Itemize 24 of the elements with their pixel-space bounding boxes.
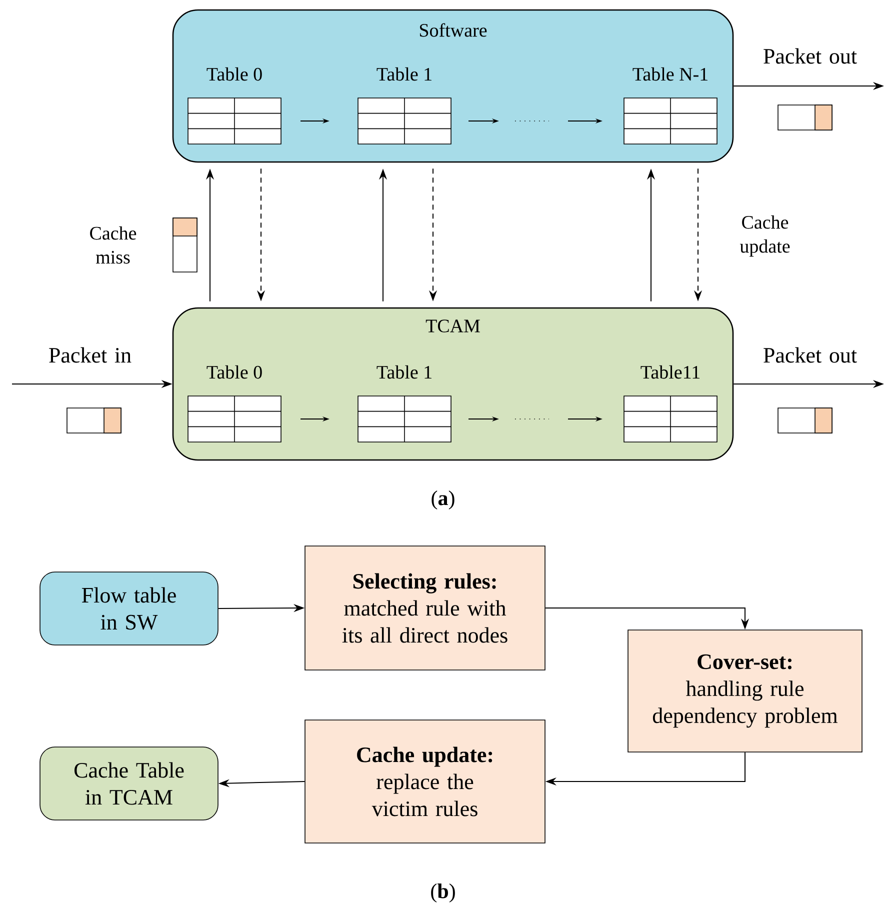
rounded-box: Flow table in SW [40,572,218,646]
node-label: Table 1 [376,365,432,379]
subfigure-label: (a) [432,490,454,510]
node-label: Table 0 [206,67,262,81]
step-box: Cache update: replace the victim rules [304,720,546,844]
flow-table: Table N-1 [624,67,718,144]
flow-table: Table 1 [358,67,452,144]
rounded-box: Cache Table in TCAM [40,746,218,820]
edge-label: Packet out [764,48,857,64]
subfigure-label: (b) [431,884,455,903]
edge-label: Cache update [740,215,790,257]
flow-table: Table 0 [188,365,282,442]
node-label: Table N-1 [632,67,708,81]
flow-table: Table 0 [188,67,282,144]
node-label: Table11 [640,365,700,379]
node-label: Table 1 [376,67,432,81]
flow-table: Table11 [624,365,718,442]
edge-label: Cache miss [90,226,136,264]
edge-label: Packet in [49,347,132,363]
flow-table: Table 1 [358,365,452,442]
node-label: Table 0 [206,365,262,379]
edge-label: Packet out [764,347,857,363]
step-box: Cover-set: handling rule dependency problem [628,630,862,752]
step-box: Selecting rules: matched rule with its all direct nodes [304,546,546,670]
